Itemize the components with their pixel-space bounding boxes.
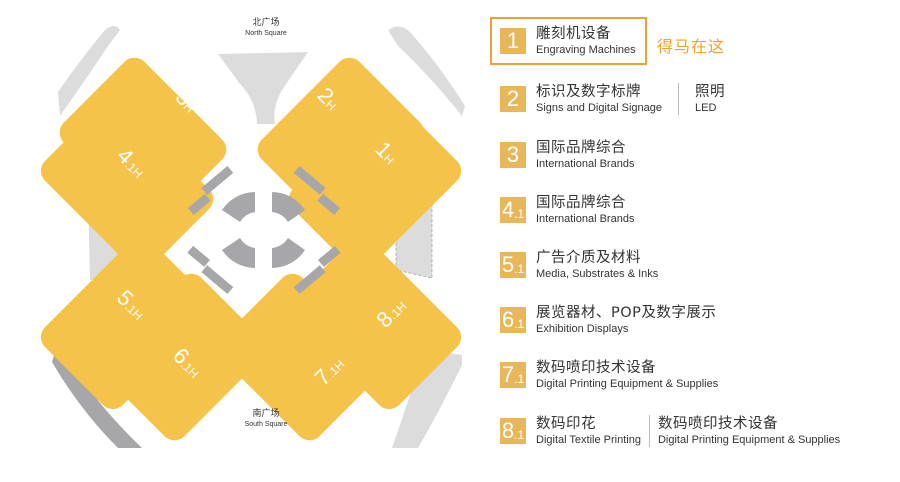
hall-number-badge: 8.1	[500, 418, 526, 444]
hall-7-1	[217, 273, 385, 441]
category-zh: 标识及数字标牌	[536, 83, 641, 100]
hall-number-badge: 4.1	[500, 197, 526, 223]
south-square-zh: 南广场	[252, 409, 280, 419]
hall-8-1	[288, 236, 462, 410]
hall-2	[257, 57, 425, 225]
divider	[648, 415, 650, 447]
outer-building-ne	[388, 26, 465, 117]
divider	[677, 83, 679, 115]
category-zh: 国际品牌综合	[536, 194, 626, 211]
map-graphic	[40, 26, 465, 448]
category-en: International Brands	[536, 157, 635, 170]
north-entrance	[218, 52, 308, 124]
category-zh: 数码喷印技术设备	[536, 359, 656, 376]
category-zh: 数码印花	[536, 415, 596, 432]
hall-number-badge: 5.1	[500, 252, 526, 278]
category-en: Exhibition Displays	[536, 322, 629, 335]
category-en: Digital Printing Equipment & Supplies	[536, 377, 719, 390]
category-zh: 展览器材、POP及数字展示	[536, 304, 717, 321]
hall-number-badge: 2	[500, 86, 526, 112]
north-square-label: 北广场 North Square	[236, 18, 296, 38]
exhibition-floor-map: 北广场 North Square 南广场 South Square 3H 4.1…	[40, 18, 465, 448]
category-en: Signs and Digital Signage	[536, 101, 662, 114]
category-zh: 雕刻机设备	[536, 25, 611, 42]
hall-number-badge: 1	[500, 28, 526, 54]
hall-6-1	[99, 273, 267, 441]
you-are-here-label: 得马在这	[657, 37, 726, 56]
south-square-label: 南广场 South Square	[236, 409, 296, 429]
category-zh: 国际品牌综合	[536, 139, 626, 156]
hall-5-1	[40, 236, 214, 410]
current-location-highlight	[490, 17, 647, 65]
south-square-en: South Square	[244, 421, 288, 428]
hall-number-badge: 3	[500, 142, 526, 168]
category-en-2: LED	[694, 101, 717, 114]
category-zh: 广告介质及材料	[536, 249, 641, 266]
outer-building-se	[392, 353, 462, 448]
category-en-2: Digital Printing Equipment & Supplies	[657, 433, 841, 446]
outer-building-nw	[58, 26, 120, 116]
category-zh-2: 数码喷印技术设备	[657, 415, 778, 432]
category-en: Digital Textile Printing	[536, 433, 641, 446]
category-en: Engraving Machines	[536, 43, 636, 56]
hall-4-1	[40, 98, 214, 272]
hall-number-badge: 6.1	[500, 307, 526, 333]
hall-number-badge: 7.1	[500, 362, 526, 388]
north-square-zh: 北广场	[252, 18, 280, 28]
central-hub	[187, 166, 341, 294]
category-en: Media, Substrates & Inks	[536, 267, 659, 280]
north-square-en: North Square	[245, 30, 287, 37]
category-en: International Brands	[536, 212, 635, 225]
category-zh-2: 照明	[694, 83, 725, 100]
hall-1	[288, 98, 462, 272]
